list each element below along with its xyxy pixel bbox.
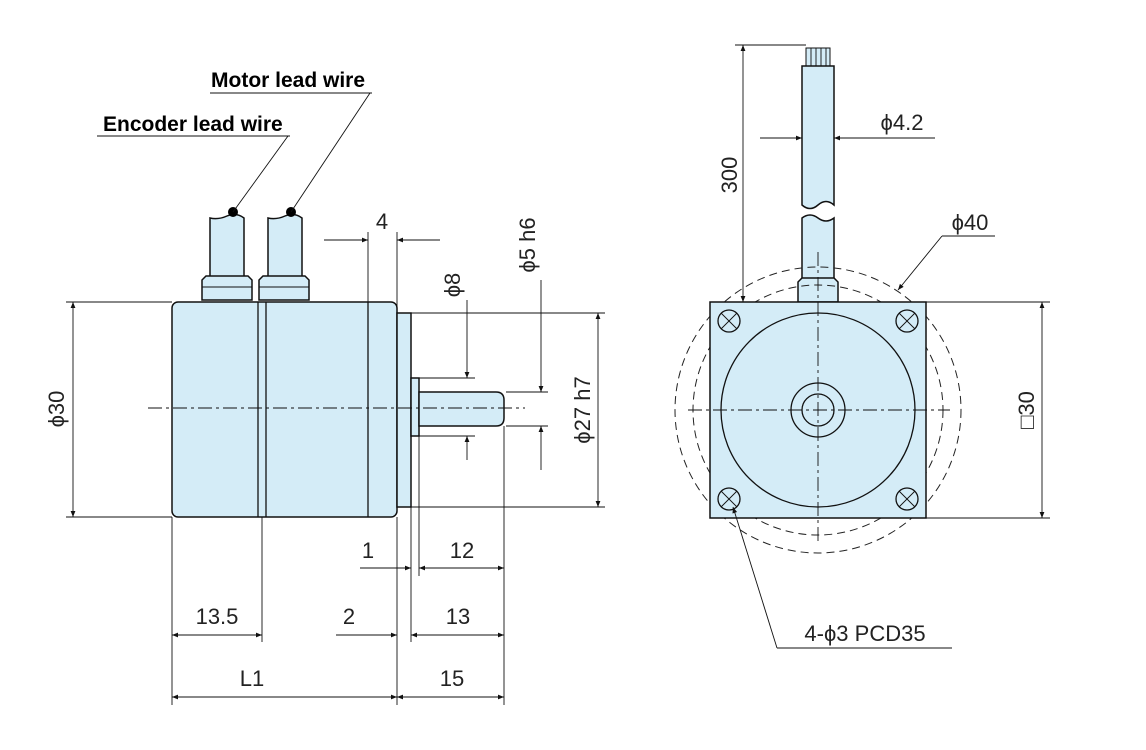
dim-outer-diameter: ϕ40 xyxy=(952,210,989,235)
dim-holes: 4-ϕ3 PCD35 xyxy=(804,621,925,646)
front-view: 300 ϕ4.2 ϕ40 □30 4-ϕ3 PCD35 xyxy=(674,44,1050,649)
dim-2: 2 xyxy=(343,604,355,629)
motor-body xyxy=(171,301,398,518)
cable xyxy=(797,47,839,303)
motor-shaft xyxy=(418,391,505,427)
dim-step-4: 4 xyxy=(376,209,388,234)
dim-shaft-step-diameter: ϕ8 xyxy=(440,273,465,298)
dim-square: □30 xyxy=(1014,391,1039,429)
shaft-base xyxy=(410,377,420,437)
outer-circle-40 xyxy=(674,266,962,554)
dim-L1: L1 xyxy=(240,666,264,691)
dim-body-diameter: ϕ30 xyxy=(44,391,69,428)
callout-encoder-lead-wire: Encoder lead wire xyxy=(103,113,283,136)
dim-shaft-diameter: ϕ5 h6 xyxy=(515,217,540,272)
dim-cable-length: 300 xyxy=(717,157,742,194)
dim-15: 15 xyxy=(440,666,464,691)
lead-wires xyxy=(201,207,310,301)
dim-12: 12 xyxy=(450,538,474,563)
dim-cable-diameter: ϕ4.2 xyxy=(881,110,924,135)
dim-pilot-diameter: ϕ27 h7 xyxy=(570,376,595,443)
motor-pilot xyxy=(396,312,412,508)
dim-1: 1 xyxy=(362,538,374,563)
callout-motor-lead-wire: Motor lead wire xyxy=(211,69,365,92)
dim-13: 13 xyxy=(446,604,470,629)
side-view: ϕ30 4 ϕ8 ϕ5 h6 ϕ27 h7 1 1 xyxy=(44,69,605,705)
dim-13-5: 13.5 xyxy=(196,604,239,629)
mounting-holes xyxy=(717,309,919,511)
